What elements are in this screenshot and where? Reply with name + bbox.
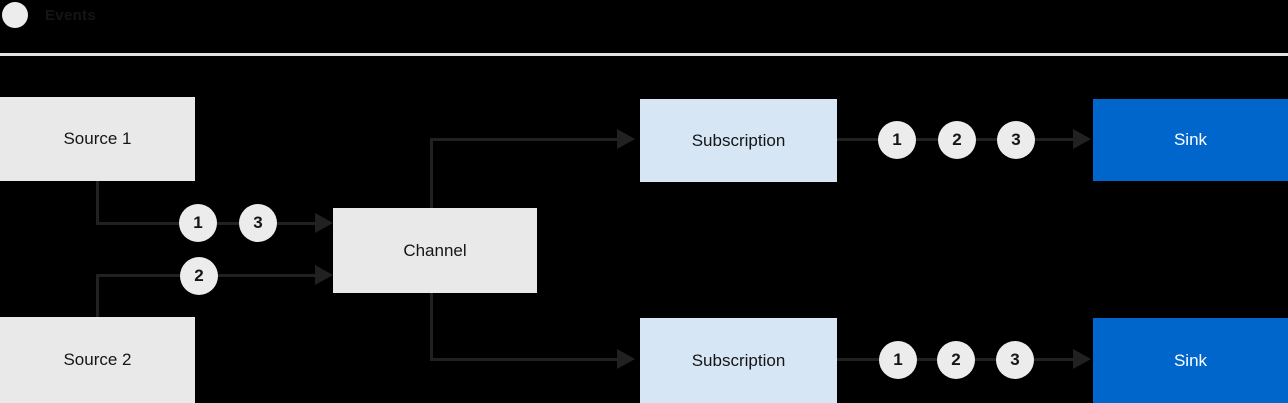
arrowhead-channel-to-subscription-top: [617, 129, 635, 149]
connector-channel-bottom-vertical: [430, 293, 433, 360]
node-sink-bottom-label: Sink: [1173, 350, 1208, 370]
node-subscription-bottom: Subscription: [640, 318, 837, 403]
arrowhead-subscription-top-to-sink: [1073, 129, 1091, 149]
event-circle-3: 3: [239, 204, 277, 242]
node-sink-top: Sink: [1093, 99, 1288, 181]
legend-divider: [0, 53, 1288, 56]
arrowhead-subscription-bottom-to-sink: [1073, 349, 1091, 369]
event-circle-2: 2: [180, 257, 218, 295]
event-circle-1: 1: [879, 341, 917, 379]
node-sink-top-label: Sink: [1173, 130, 1208, 149]
node-sink-bottom: Sink: [1093, 318, 1288, 403]
connector-source2-vertical: [96, 276, 99, 317]
arrowhead-source2-to-channel: [315, 265, 333, 285]
connector-source1-vertical: [96, 181, 99, 225]
event-circle-1: 1: [878, 121, 916, 159]
node-source-1-label: Source 1: [63, 129, 132, 148]
event-circle-3: 3: [997, 121, 1035, 159]
node-channel-label: Channel: [403, 240, 467, 260]
node-subscription-bottom-label: Subscription: [691, 350, 786, 370]
node-source-1: Source 1: [0, 97, 195, 181]
arrowhead-source1-to-channel: [315, 213, 333, 233]
events-legend-label: Events: [45, 7, 96, 24]
node-source-2-label: Source 2: [63, 350, 132, 369]
event-circle-1: 1: [179, 204, 217, 242]
event-circle-2: 2: [937, 341, 975, 379]
event-circle-3: 3: [996, 341, 1034, 379]
arrowhead-channel-to-subscription-bottom: [617, 349, 635, 369]
node-channel: Channel: [333, 208, 537, 293]
node-subscription-top-label: Subscription: [691, 130, 786, 150]
connector-channel-top-horizontal: [430, 138, 617, 141]
connector-channel-top-vertical: [430, 140, 433, 208]
event-circle-2: 2: [938, 121, 976, 159]
connector-channel-bottom-horizontal: [430, 358, 617, 361]
node-source-2: Source 2: [0, 317, 195, 403]
node-subscription-top: Subscription: [640, 99, 837, 182]
events-legend-icon: [2, 2, 28, 28]
